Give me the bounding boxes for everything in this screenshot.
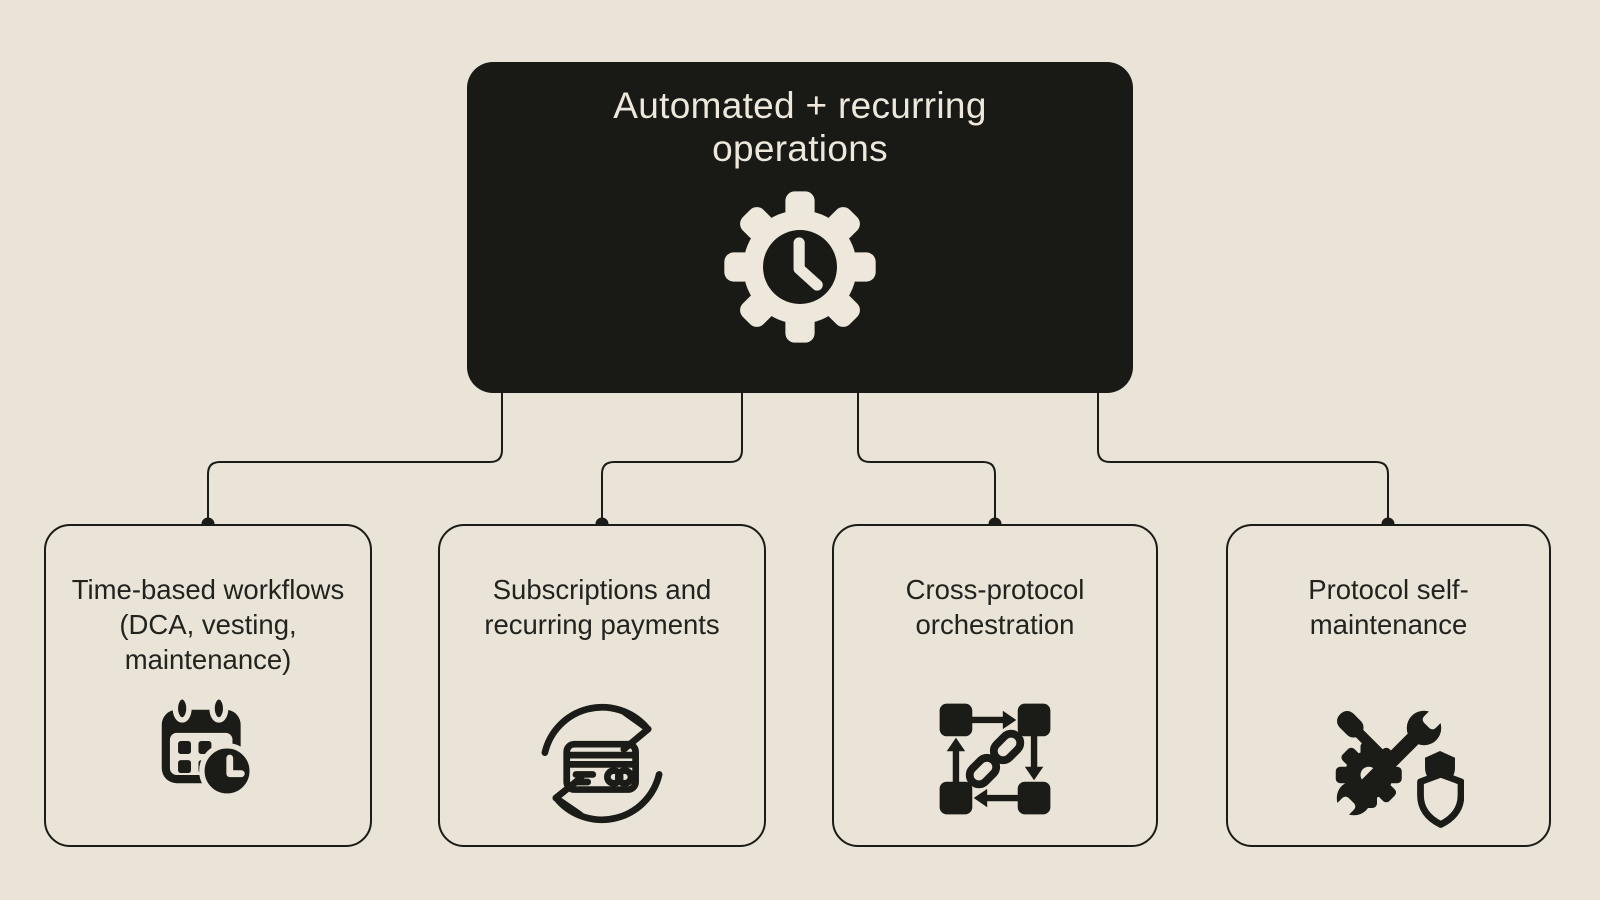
- node-icon-area: [140, 684, 276, 845]
- connector-line: [601, 393, 743, 524]
- node-icon-area: [518, 673, 686, 845]
- node-cross-protocol-orchestration: Cross-protocol orchestration: [832, 524, 1158, 847]
- node-icon-area: [924, 684, 1066, 845]
- node-title: Time-based workflows (DCA, vesting, main…: [71, 574, 345, 676]
- calendar-clock-icon: [161, 694, 255, 799]
- wrench-gear-shield-icon: [1332, 707, 1464, 828]
- node-title: Subscriptions and recurring payments: [484, 574, 720, 641]
- node-title: Cross-protocol orchestration: [905, 574, 1085, 641]
- node-time-based-workflows: Time-based workflows (DCA, vesting, main…: [44, 524, 372, 847]
- connector-line: [207, 393, 503, 524]
- root-node-title: Automated + recurring operations: [613, 85, 987, 170]
- connector-line: [857, 393, 996, 524]
- root-node: Automated + recurring operations: [467, 62, 1133, 393]
- node-icon-area: [1314, 684, 1464, 845]
- node-title: Protocol self-maintenance: [1308, 574, 1469, 641]
- card-refresh-icon: [541, 703, 663, 824]
- gear-clock-icon: [724, 190, 876, 343]
- node-subscriptions-recurring-payments: Subscriptions and recurring payments: [438, 524, 766, 847]
- connector-line: [1097, 393, 1389, 524]
- cross-protocol-icon: [939, 703, 1051, 815]
- node-protocol-self-maintenance: Protocol self-maintenance: [1226, 524, 1551, 847]
